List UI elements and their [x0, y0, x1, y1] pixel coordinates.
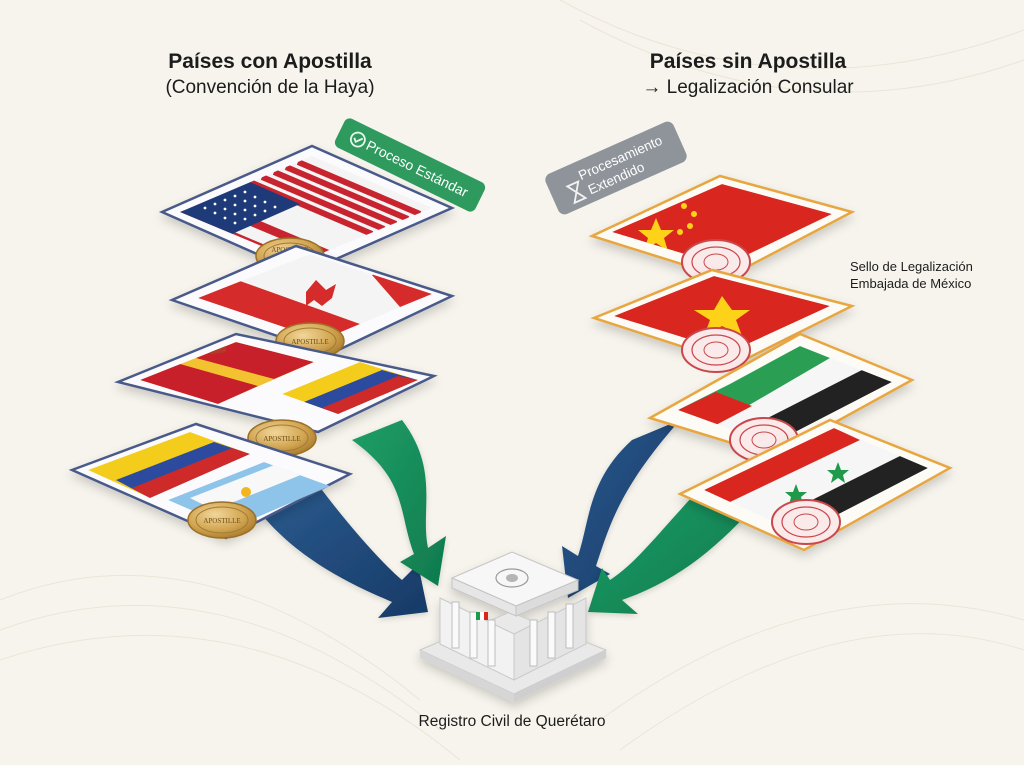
svg-text:APOSTILLE: APOSTILLE — [291, 338, 328, 346]
right-column-title: Países sin Apostilla — [649, 50, 847, 73]
consular-card-stack — [588, 174, 953, 552]
seal-annotation-line2: Embajada de México — [850, 276, 972, 291]
legalization-seal — [681, 327, 751, 373]
check-circle-icon — [349, 131, 366, 148]
left-navy-arrow — [262, 490, 428, 618]
flag-colombia — [282, 362, 418, 414]
destination-label: Registro Civil de Querétaro — [418, 713, 606, 730]
hourglass-icon — [565, 180, 588, 205]
flag-vietnam — [614, 276, 830, 352]
seal-annotation: Sello de Legalización Embajada de México — [850, 258, 1020, 292]
svg-text:APOSTILLE: APOSTILLE — [263, 435, 300, 443]
svg-text:APOSTILLE: APOSTILLE — [203, 517, 240, 525]
flag-usa — [180, 156, 432, 262]
left-column-title: Países con Apostilla — [168, 50, 372, 73]
right-column-subtitle: → Legalización Consular — [642, 77, 854, 98]
seal-annotation-line1: Sello de Legalización — [850, 259, 973, 274]
legalization-seal — [771, 499, 841, 545]
apostille-stamp: APOSTILLE — [187, 501, 257, 539]
flag-colombia — [88, 432, 250, 498]
left-green-arrow — [352, 420, 446, 586]
civil-registry-building — [418, 551, 608, 702]
mini-flag-mexico — [476, 612, 488, 620]
mexico-emblem-icon — [495, 568, 529, 588]
apostille-card-stack: APOSTILLE APOSTILLE — [68, 144, 456, 540]
right-navy-arrow — [562, 420, 680, 598]
check-icon — [353, 137, 364, 144]
left-column-subtitle: (Convención de la Haya) — [165, 77, 375, 98]
